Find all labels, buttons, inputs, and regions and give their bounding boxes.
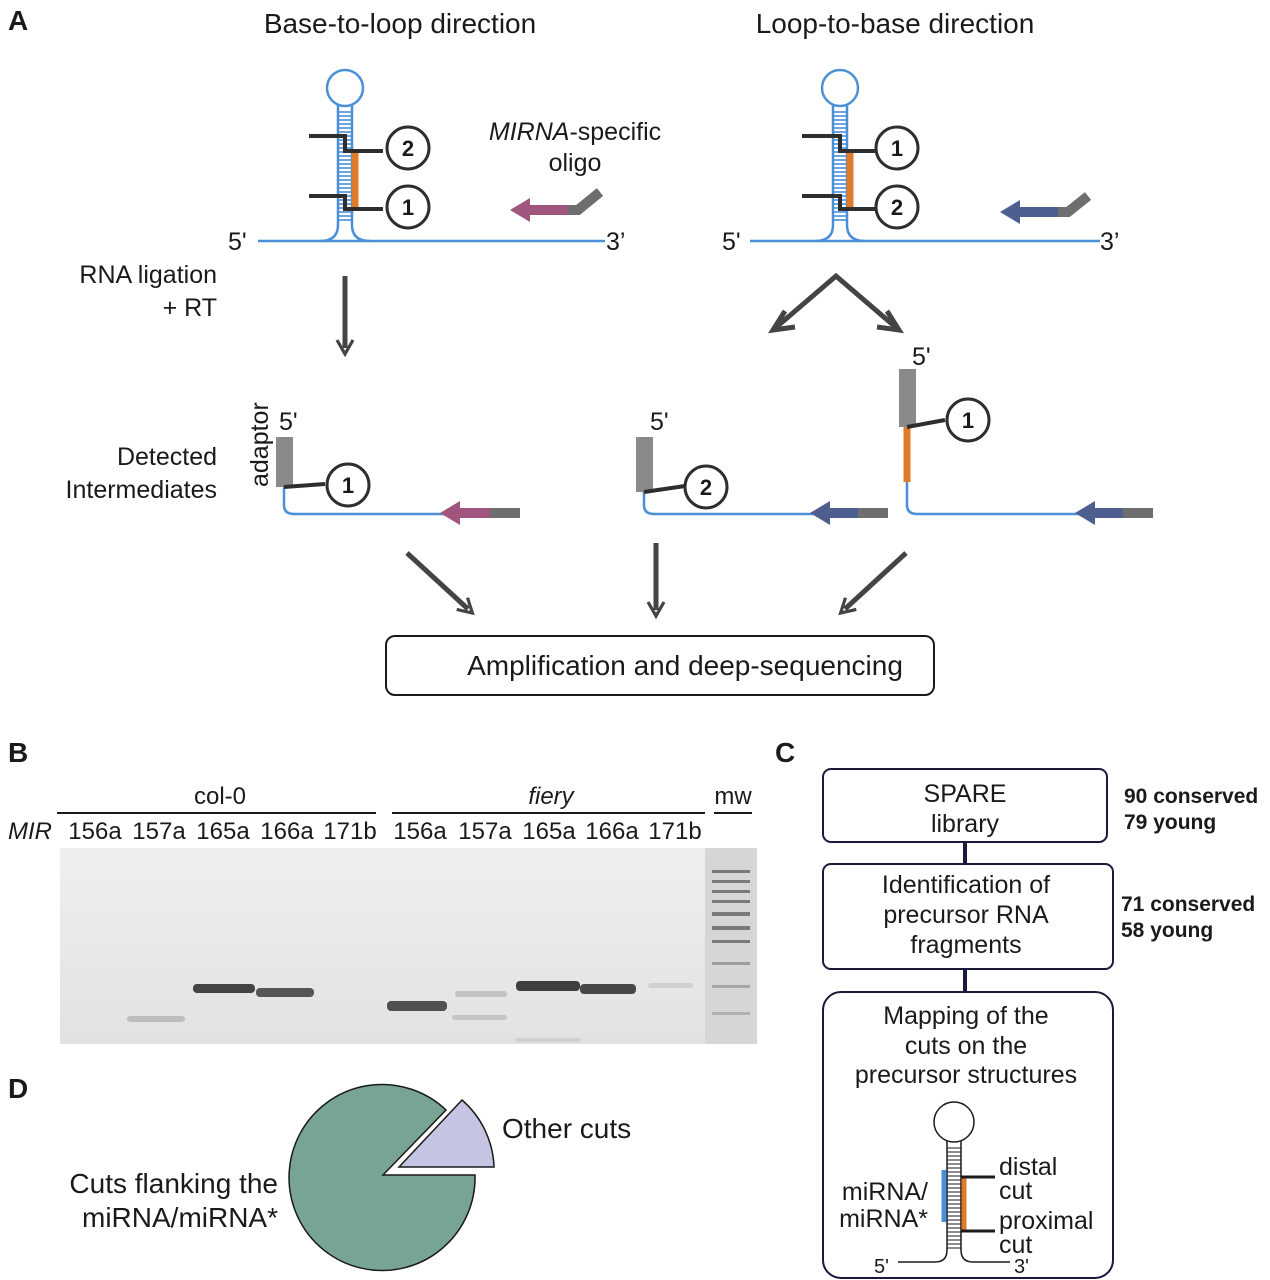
distal-label-line2: cut bbox=[999, 1177, 1032, 1205]
svg-text:precursor RNA: precursor RNA bbox=[883, 901, 1049, 929]
svg-text:1: 1 bbox=[402, 195, 414, 220]
converge-arrow-1 bbox=[405, 551, 475, 616]
svg-text:1: 1 bbox=[891, 136, 903, 161]
count-young-1: 79 young bbox=[1124, 811, 1216, 834]
lane-label: 156a bbox=[393, 818, 447, 845]
svg-text:SPARE: SPARE bbox=[924, 780, 1007, 808]
right-five-prime: 5' bbox=[722, 228, 741, 256]
lane-label: 166a bbox=[260, 818, 314, 845]
left-oligo-arrow bbox=[510, 188, 604, 222]
group-fiery: fiery bbox=[528, 783, 575, 810]
marker-label: mw bbox=[714, 783, 752, 810]
row-label-mir: MIR bbox=[8, 818, 52, 845]
lane-label: 165a bbox=[196, 818, 250, 845]
panel-d-letter: D bbox=[8, 1073, 28, 1104]
split-arrow bbox=[771, 272, 901, 332]
mirna-label-line1: miRNA/ bbox=[842, 1178, 928, 1206]
lane-label: 157a bbox=[132, 818, 186, 845]
intermediate-1: adaptor 5' 1 bbox=[246, 402, 520, 525]
right-oligo-arrow bbox=[1000, 192, 1092, 224]
svg-text:2: 2 bbox=[700, 475, 712, 500]
svg-text:2: 2 bbox=[891, 195, 903, 220]
svg-text:library: library bbox=[931, 810, 1000, 838]
count-young-2: 58 young bbox=[1121, 919, 1213, 942]
svg-text:Identification of: Identification of bbox=[882, 871, 1050, 899]
panel-b-letter: B bbox=[8, 737, 28, 768]
pie-slice-other bbox=[397, 1098, 495, 1168]
converge-arrow-3 bbox=[838, 551, 908, 616]
right-cut-2: 2 bbox=[802, 184, 920, 230]
svg-text:cuts on the: cuts on the bbox=[905, 1032, 1027, 1060]
count-conserved-1: 90 conserved bbox=[1124, 785, 1258, 808]
count-conserved-2: 71 conserved bbox=[1121, 893, 1255, 916]
detected-label-line2: Intermediates bbox=[66, 476, 217, 504]
svg-text:precursor structures: precursor structures bbox=[855, 1061, 1077, 1089]
lane-label: 171b bbox=[648, 818, 701, 845]
svg-text:5': 5' bbox=[874, 1256, 889, 1278]
mirna-label-line2: miRNA* bbox=[839, 1205, 928, 1233]
detected-label-line1: Detected bbox=[117, 443, 217, 471]
left-five-prime: 5' bbox=[228, 228, 247, 256]
label-flanking-line1: Cuts flanking the bbox=[69, 1168, 278, 1199]
lane-label: 157a bbox=[458, 818, 512, 845]
intermediate-3: 5' 1 bbox=[899, 343, 1153, 525]
proximal-label-line1: proximal bbox=[999, 1207, 1093, 1235]
amplification-box bbox=[385, 635, 935, 696]
lane-label: 166a bbox=[585, 818, 639, 845]
spare-library-box bbox=[822, 768, 1108, 843]
gel-image bbox=[60, 848, 757, 1044]
group-col0: col-0 bbox=[194, 783, 246, 810]
svg-text:5': 5' bbox=[650, 408, 669, 436]
lane-label: 165a bbox=[522, 818, 576, 845]
svg-text:1: 1 bbox=[962, 408, 974, 433]
step-label-line2: + RT bbox=[163, 294, 217, 322]
svg-text:5': 5' bbox=[279, 408, 298, 436]
label-other-cuts: Other cuts bbox=[502, 1113, 631, 1144]
right-hairpin bbox=[750, 68, 1100, 243]
svg-text:5': 5' bbox=[912, 343, 931, 371]
left-three-prime: 3’ bbox=[606, 228, 625, 256]
step-label-line1: RNA ligation bbox=[79, 261, 217, 289]
identification-box bbox=[822, 863, 1114, 970]
svg-text:2: 2 bbox=[402, 136, 414, 161]
svg-text:Mapping of the: Mapping of the bbox=[883, 1002, 1048, 1030]
left-cut-1: 1 bbox=[309, 184, 431, 230]
panel-c-letter: C bbox=[775, 737, 795, 768]
adaptor-label: adaptor bbox=[246, 402, 274, 487]
proximal-label-line2: cut bbox=[999, 1231, 1032, 1259]
left-cut-2: 2 bbox=[309, 125, 431, 171]
right-three-prime: 3’ bbox=[1100, 228, 1119, 256]
left-title: Base-to-loop direction bbox=[264, 8, 536, 39]
pie-slice-flanking bbox=[288, 1083, 476, 1272]
svg-text:3': 3' bbox=[1014, 1256, 1029, 1278]
mini-hairpin bbox=[898, 1101, 1010, 1263]
panel-a-letter: A bbox=[8, 5, 28, 36]
right-title: Loop-to-base direction bbox=[756, 8, 1035, 39]
label-flanking-line2: miRNA/miRNA* bbox=[82, 1202, 278, 1233]
intermediate-2: 5' 2 bbox=[636, 408, 888, 525]
amplification-label: Amplification and deep-sequencing bbox=[467, 650, 903, 681]
lane-labels: 156a 157a 165a 166a 171b 156a 157a 165a … bbox=[68, 818, 701, 845]
distal-label-line1: distal bbox=[999, 1153, 1057, 1181]
svg-text:1: 1 bbox=[342, 473, 354, 498]
lane-label: 156a bbox=[68, 818, 122, 845]
svg-text:fragments: fragments bbox=[910, 931, 1021, 959]
oligo-label-line2: oligo bbox=[549, 149, 602, 177]
right-cut-1: 1 bbox=[802, 125, 920, 171]
oligo-label: MIRNA-specific bbox=[489, 118, 661, 146]
lane-label: 171b bbox=[323, 818, 376, 845]
mapping-box bbox=[822, 991, 1114, 1279]
